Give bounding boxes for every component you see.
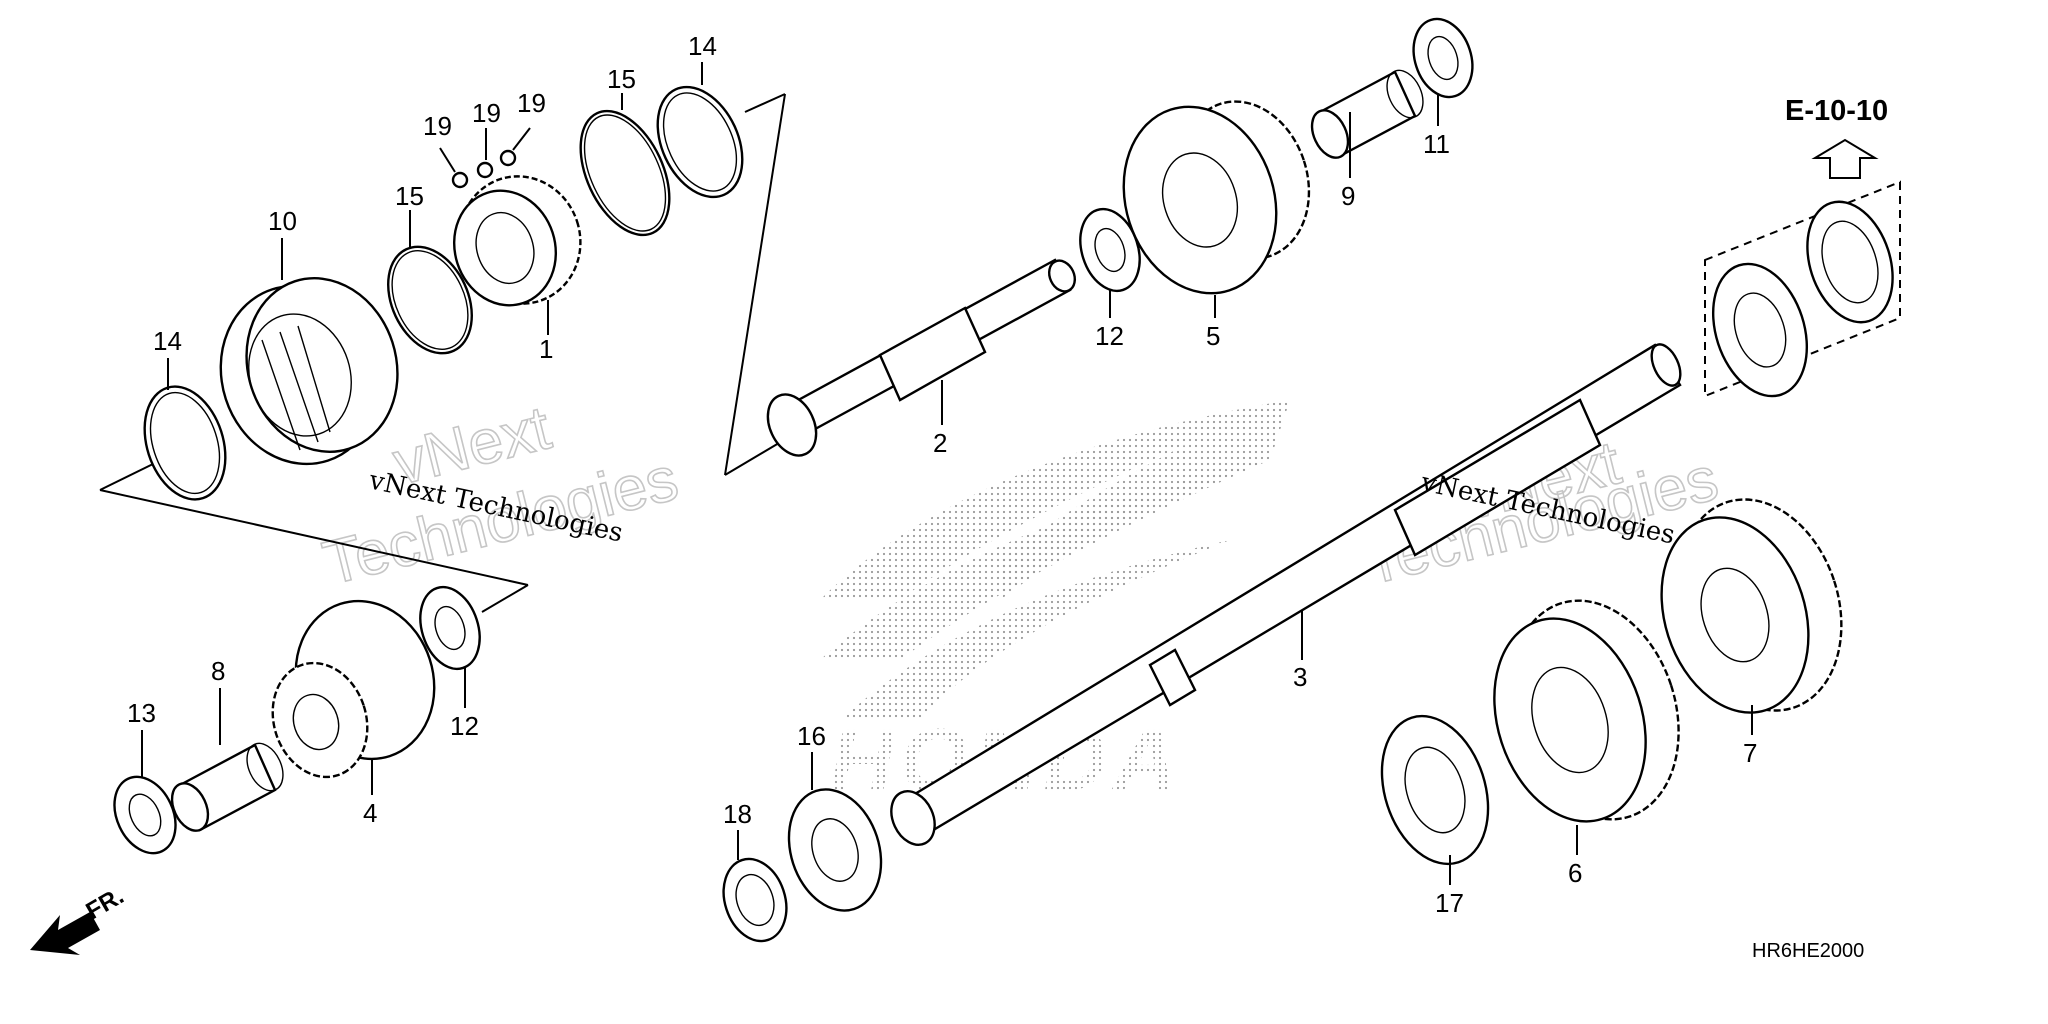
shaft-3: [890, 343, 1682, 846]
callout-16: 16: [797, 721, 826, 751]
gear-collar-1: [452, 175, 582, 307]
honda-wing-watermark: [820, 400, 1290, 720]
callout-13: 13: [127, 698, 156, 728]
diagram-code: HR6HE2000: [1752, 940, 1864, 962]
callout-15-right: 15: [607, 64, 636, 94]
callout-12-right: 12: [1095, 321, 1124, 351]
callout-3: 3: [1293, 662, 1307, 692]
washer-13: [113, 775, 177, 855]
bushing-9: [1310, 69, 1424, 159]
bushing-8: [170, 742, 284, 832]
callout-15-left: 15: [395, 181, 424, 211]
callout-10: 10: [268, 206, 297, 236]
gear-7: [1660, 498, 1843, 714]
callout-11: 11: [1423, 129, 1450, 159]
callout-14-left: 14: [153, 326, 182, 356]
snap-ring-14-right: [656, 85, 744, 199]
callout-4: 4: [363, 798, 377, 828]
gear-5: [1122, 100, 1311, 295]
gear-6: [1493, 599, 1680, 823]
sleeve-hub-10: [219, 277, 399, 466]
callout-7: 7: [1743, 738, 1757, 768]
washer-12-left: [419, 585, 481, 671]
callout-19-a: 19: [423, 111, 452, 141]
washer-11: [1412, 17, 1474, 99]
callout-12-left: 12: [450, 711, 479, 741]
reference-code: E-10-10: [1785, 95, 1888, 127]
ring-15-left: [387, 245, 473, 355]
callout-14-right: 14: [688, 31, 717, 61]
callout-18: 18: [723, 799, 752, 829]
bearing-16: [787, 788, 883, 912]
seal-18: [722, 857, 788, 943]
callout-17: 17: [1435, 888, 1464, 918]
callout-19-c: 19: [517, 88, 546, 118]
bearing-seal-subassembly: [1704, 138, 1901, 398]
snap-ring-14-left: [143, 385, 227, 501]
ball-19-group: [451, 149, 517, 189]
front-arrow-icon: [30, 912, 100, 955]
bearing-17: [1380, 714, 1490, 866]
leader-lines: [141, 62, 1753, 885]
callout-9: 9: [1341, 181, 1355, 211]
callout-6: 6: [1568, 858, 1582, 888]
shaft-2: [766, 258, 1077, 457]
callout-5: 5: [1206, 321, 1220, 351]
ring-15-right: [579, 109, 671, 237]
callout-8: 8: [211, 656, 225, 686]
callout-19-b: 19: [472, 98, 501, 128]
callout-1: 1: [539, 334, 553, 364]
group-bracket: [99, 93, 786, 613]
gear-4: [271, 599, 436, 779]
callout-2: 2: [933, 428, 947, 458]
